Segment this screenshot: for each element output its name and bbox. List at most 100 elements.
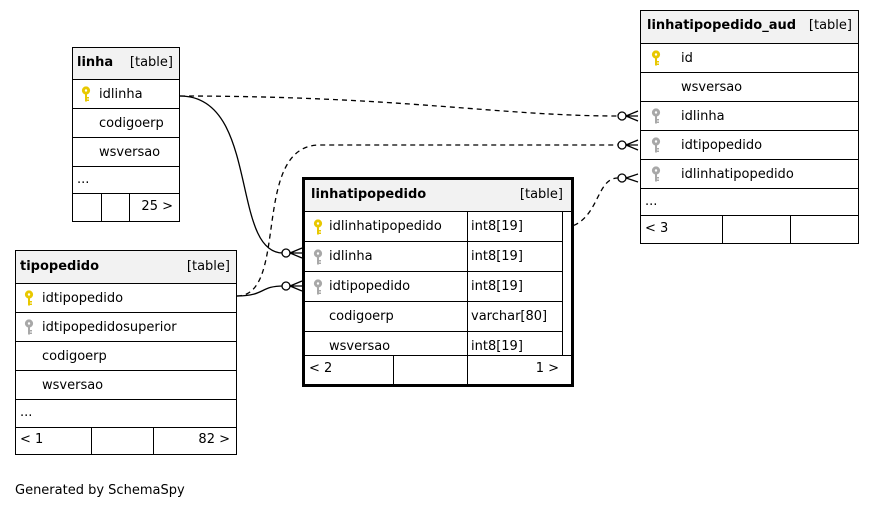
divider (91, 427, 92, 454)
column-row[interactable]: idtipopedido (641, 131, 858, 160)
ellipsis: ... (20, 405, 33, 420)
divider (467, 356, 468, 384)
column-type: int8[19] (471, 279, 523, 294)
column-row[interactable]: wsversao (641, 73, 858, 102)
ellipsis-row: ... (641, 189, 858, 216)
column-row[interactable]: idtipopedidosuperior (16, 313, 236, 342)
foreign-key-icon (313, 279, 323, 300)
crowfoot-aud-idlinhatipopedido (617, 173, 639, 183)
column-row[interactable]: idlinha int8[19] (305, 242, 562, 272)
children-count[interactable]: < 2 (309, 361, 333, 376)
ellipsis: ... (77, 172, 90, 187)
foreign-key-icon (24, 319, 34, 340)
primary-key-icon (24, 290, 34, 311)
edge-linha-linhatipopedido (179, 95, 284, 254)
divider (467, 212, 468, 241)
ellipsis-row: ... (16, 400, 236, 428)
children-count[interactable]: < 3 (645, 221, 669, 236)
column-name: idlinhatipopedido (329, 219, 442, 234)
edge-linha-aud (179, 95, 619, 117)
table-linha[interactable]: linha [table] idlinha codigoerp wsversao… (72, 47, 180, 222)
column-name: wsversao (99, 145, 161, 160)
foreign-key-icon (651, 137, 661, 158)
children-count[interactable]: < 1 (20, 432, 44, 447)
primary-key-icon (313, 219, 323, 240)
divider (467, 302, 468, 331)
column-name: wsversao (681, 80, 743, 95)
crowfoot-aud-idtipopedido (617, 139, 639, 151)
table-footer: < 3 (641, 216, 858, 243)
column-name: idtipopedidosuperior (42, 320, 177, 335)
divider (467, 272, 468, 301)
divider (790, 216, 791, 243)
divider (153, 427, 154, 454)
divider (467, 242, 468, 271)
column-row[interactable]: idlinhatipopedido (641, 160, 858, 189)
crowfoot-linhatipopedido-idlinha (281, 247, 303, 259)
edge-tipopedido-linhatipopedido (236, 285, 284, 297)
divider (467, 332, 468, 360)
crowfoot-linhatipopedido-idtipopedido (281, 280, 303, 292)
column-name: idtipopedido (42, 291, 124, 306)
column-name: codigoerp (329, 309, 394, 324)
table-footer: < 1 82 > (16, 427, 236, 454)
divider (129, 193, 130, 221)
ellipsis: ... (645, 194, 658, 209)
divider (101, 193, 102, 221)
column-name: codigoerp (99, 116, 164, 131)
table-header: tipopedido [table] (16, 251, 236, 284)
table-type: [table] (129, 55, 173, 70)
column-row[interactable]: idtipopedido (16, 284, 236, 313)
parents-count[interactable]: 25 > (141, 199, 173, 214)
table-type: [table] (186, 259, 230, 274)
column-row[interactable]: idlinhatipopedido int8[19] (305, 212, 562, 242)
column-row[interactable]: idlinha (73, 80, 179, 109)
foreign-key-icon (313, 249, 323, 270)
parents-count[interactable]: 82 > (198, 432, 230, 447)
column-type: int8[19] (471, 339, 523, 354)
column-type: varchar[80] (471, 309, 548, 324)
table-name: linha (77, 55, 114, 70)
column-row[interactable]: codigoerp (73, 109, 179, 138)
column-name: idlinhatipopedido (681, 167, 794, 182)
foreign-key-icon (651, 166, 661, 187)
column-name: idlinha (329, 249, 373, 264)
edge-linhatipopedido-aud (564, 177, 619, 229)
table-tipopedido[interactable]: tipopedido [table] idtipopedido idtipope… (15, 250, 237, 455)
primary-key-icon (651, 50, 661, 71)
table-type: [table] (808, 18, 852, 33)
column-name: wsversao (42, 378, 104, 393)
divider (393, 356, 394, 384)
column-row[interactable]: idlinha (641, 102, 858, 131)
column-type: int8[19] (471, 219, 523, 234)
column-row[interactable]: codigoerp varchar[80] (305, 302, 562, 332)
column-name: id (681, 51, 693, 66)
table-linhatipopedido[interactable]: linhatipopedido [table] idlinhatipopedid… (302, 177, 574, 387)
column-type: int8[19] (471, 249, 523, 264)
column-name: idlinha (99, 87, 143, 102)
column-row[interactable]: id (641, 44, 858, 73)
table-footer: 25 > (73, 193, 179, 221)
generated-by-footnote: Generated by SchemaSpy (15, 483, 185, 498)
column-name: codigoerp (42, 349, 107, 364)
table-linhatipopedido-aud[interactable]: linhatipopedido_aud [table] id wsversao … (640, 10, 859, 244)
table-name: tipopedido (20, 259, 100, 274)
divider (722, 216, 723, 243)
column-row[interactable]: idtipopedido int8[19] (305, 272, 562, 302)
column-row[interactable]: codigoerp (16, 342, 236, 371)
foreign-key-icon (651, 108, 661, 129)
parents-count[interactable]: 1 > (535, 361, 559, 376)
column-name: idlinha (681, 109, 725, 124)
ellipsis-row: ... (73, 167, 179, 194)
column-row[interactable]: wsversao (16, 371, 236, 400)
table-name: linhatipopedido (311, 187, 427, 202)
table-type: [table] (519, 187, 563, 202)
primary-key-icon (81, 86, 91, 107)
column-row[interactable]: wsversao int8[19] (305, 332, 562, 360)
table-header: linha [table] (73, 48, 179, 80)
column-row[interactable]: wsversao (73, 138, 179, 167)
table-header: linhatipopedido [table] (305, 180, 571, 212)
edge-tipopedido-aud (236, 144, 618, 297)
column-name: idtipopedido (329, 279, 411, 294)
